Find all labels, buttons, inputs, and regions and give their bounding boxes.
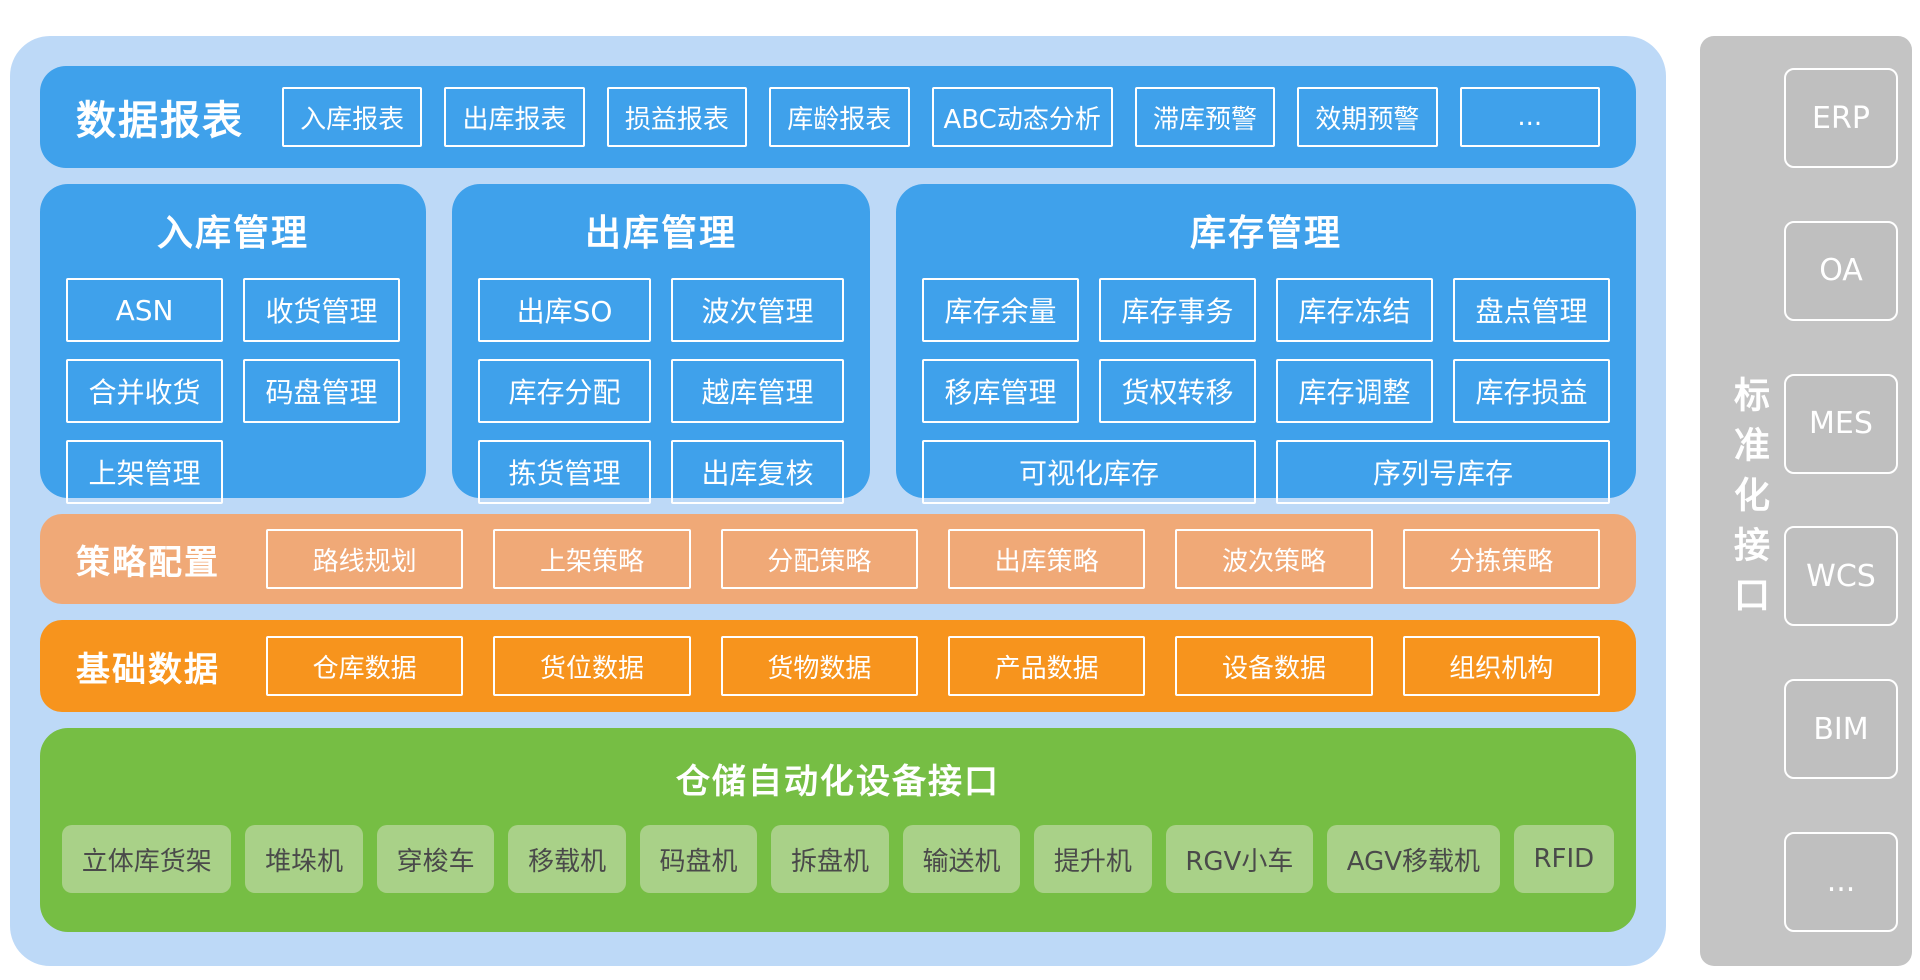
module-item-box: 收货管理 [243,278,400,342]
strategy-item-box: 波次策略 [1175,529,1373,589]
standard-interface-panel: 标准化接口 ERP OA MES WCS BIM ... [1700,36,1912,966]
module-item-box: 库存调整 [1276,359,1433,423]
device-item-box: 立体库货架 [62,825,232,893]
strategy-item-box: 分配策略 [720,529,918,589]
device-item-box: 堆垛机 [245,825,363,893]
section-outbound-management: 出库管理 出库SO 波次管理 库存分配 越库管理 拣货管理 出库复核 [452,184,870,504]
report-item-more-box: ... [1459,87,1600,147]
device-item-box: AGV移载机 [1327,825,1500,893]
module-item-box: 合并收货 [66,359,223,423]
interface-box: MES [1784,373,1898,474]
device-item-box: RGV小车 [1165,825,1314,893]
data-reports-title: 数据报表 [76,98,244,144]
module-item-box: 越库管理 [671,359,844,423]
strategy-title: 策略配置 [76,542,220,583]
module-item-box: 库存冻结 [1276,278,1433,342]
module-item-box: 拣货管理 [478,440,651,504]
section-strategy-config: 策略配置 路线规划 上架策略 分配策略 出库策略 波次策略 分拣策略 [40,514,1636,604]
report-item-box: 损益报表 [606,87,748,147]
module-item-box: 波次管理 [671,278,844,342]
section-device-interface: 仓储自动化设备接口 立体库货架 堆垛机 穿梭车 移载机 码盘机 拆盘机 输送机 … [40,728,1636,932]
interface-box: BIM [1784,679,1898,780]
inventory-title: 库存管理 [1189,213,1342,254]
inventory-grid: 库存余量 库存事务 库存冻结 盘点管理 移库管理 货权转移 库存调整 库存损益 … [922,278,1610,504]
module-item-box: 货权转移 [1099,359,1256,423]
module-item-box: 码盘管理 [243,359,400,423]
module-item-box: 库存事务 [1099,278,1256,342]
module-item-box: 移库管理 [922,359,1079,423]
device-item-box: 穿梭车 [376,825,495,893]
device-item-box: 输送机 [902,825,1021,893]
outbound-grid: 出库SO 波次管理 库存分配 越库管理 拣货管理 出库复核 [478,278,844,504]
module-item-box: ASN [66,278,223,342]
device-item-box: 拆盘机 [771,825,889,893]
module-item-box: 库存分配 [478,359,651,423]
device-item-box: 移载机 [508,825,626,893]
main-architecture-panel: 数据报表 入库报表 出库报表 损益报表 库龄报表 ABC动态分析 滞库预警 效期… [10,36,1666,966]
strategy-item-box: 出库策略 [947,529,1146,589]
device-item-box: 码盘机 [639,825,758,893]
module-item-box: 库存损益 [1453,359,1610,423]
interface-box: OA [1784,220,1898,321]
device-item-box: 提升机 [1034,825,1152,893]
base-data-title: 基础数据 [76,649,220,690]
report-item-box: 入库报表 [282,87,423,147]
device-item-box: RFID [1513,825,1614,893]
base-data-item-box: 货位数据 [493,636,691,696]
base-data-item-box: 产品数据 [947,636,1146,696]
base-data-item-box: 组织机构 [1402,636,1600,696]
report-item-box: 滞库预警 [1134,87,1276,147]
report-item-box: 出库报表 [444,87,585,147]
module-item-box: 盘点管理 [1453,278,1610,342]
module-item-box: 库存余量 [922,278,1079,342]
standard-interface-title: 标准化接口 [1728,376,1769,626]
module-item-box: 出库复核 [671,440,844,504]
module-cards-row: 入库管理 ASN 收货管理 合并收货 码盘管理 上架管理 出库管理 出库SO 波… [40,184,1636,504]
module-item-box: 可视化库存 [922,440,1256,504]
section-inbound-management: 入库管理 ASN 收货管理 合并收货 码盘管理 上架管理 [40,184,426,504]
report-item-box: 库龄报表 [769,87,910,147]
base-data-item-box: 设备数据 [1175,636,1373,696]
report-item-box: ABC动态分析 [931,87,1113,147]
section-inventory-management: 库存管理 库存余量 库存事务 库存冻结 盘点管理 移库管理 货权转移 库存调整 … [896,184,1636,504]
module-item-box: 序列号库存 [1276,440,1610,504]
device-items-row: 立体库货架 堆垛机 穿梭车 移载机 码盘机 拆盘机 输送机 提升机 RGV小车 … [62,825,1614,893]
section-data-reports: 数据报表 入库报表 出库报表 损益报表 库龄报表 ABC动态分析 滞库预警 效期… [40,66,1636,168]
inbound-title: 入库管理 [156,213,309,254]
section-base-data: 基础数据 仓库数据 货位数据 货物数据 产品数据 设备数据 组织机构 [40,620,1636,712]
device-interface-title: 仓储自动化设备接口 [676,762,1000,802]
interface-box: WCS [1784,526,1898,627]
interface-boxes-column: ERP OA MES WCS BIM ... [1784,68,1898,932]
module-item-box: 出库SO [478,278,651,342]
interface-box: ERP [1784,68,1898,168]
strategy-item-box: 分拣策略 [1402,529,1600,589]
module-item-box: 上架管理 [66,440,223,504]
interface-box-more: ... [1784,831,1898,932]
base-data-item-box: 仓库数据 [266,636,464,696]
report-item-box: 效期预警 [1297,87,1438,147]
outbound-title: 出库管理 [584,213,737,254]
strategy-item-box: 上架策略 [493,529,691,589]
strategy-item-box: 路线规划 [266,529,464,589]
inbound-grid: ASN 收货管理 合并收货 码盘管理 上架管理 [66,278,400,504]
base-data-item-box: 货物数据 [720,636,918,696]
